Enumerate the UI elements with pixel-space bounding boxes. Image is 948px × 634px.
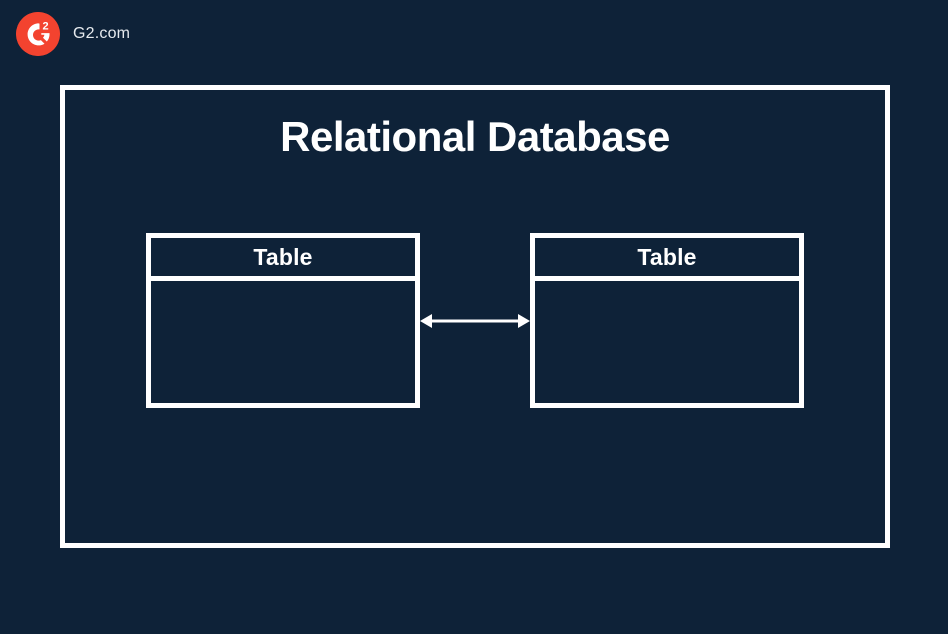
double-headed-arrow-icon bbox=[420, 313, 530, 328]
tables-row: Table Table bbox=[65, 233, 885, 408]
table-body-left bbox=[151, 281, 415, 403]
svg-text:2: 2 bbox=[42, 21, 48, 33]
brand-header: 2 G2.com bbox=[16, 12, 130, 56]
g2-logo-icon: 2 bbox=[16, 12, 60, 56]
table-body-right bbox=[535, 281, 799, 403]
table-header-label: Table bbox=[535, 238, 799, 281]
table-box-right: Table bbox=[530, 233, 804, 408]
table-box-left: Table bbox=[146, 233, 420, 408]
brand-name-label: G2.com bbox=[73, 25, 131, 42]
relational-database-diagram: Relational Database Table Table bbox=[60, 85, 890, 548]
diagram-title: Relational Database bbox=[280, 113, 670, 160]
table-header-label: Table bbox=[151, 238, 415, 281]
